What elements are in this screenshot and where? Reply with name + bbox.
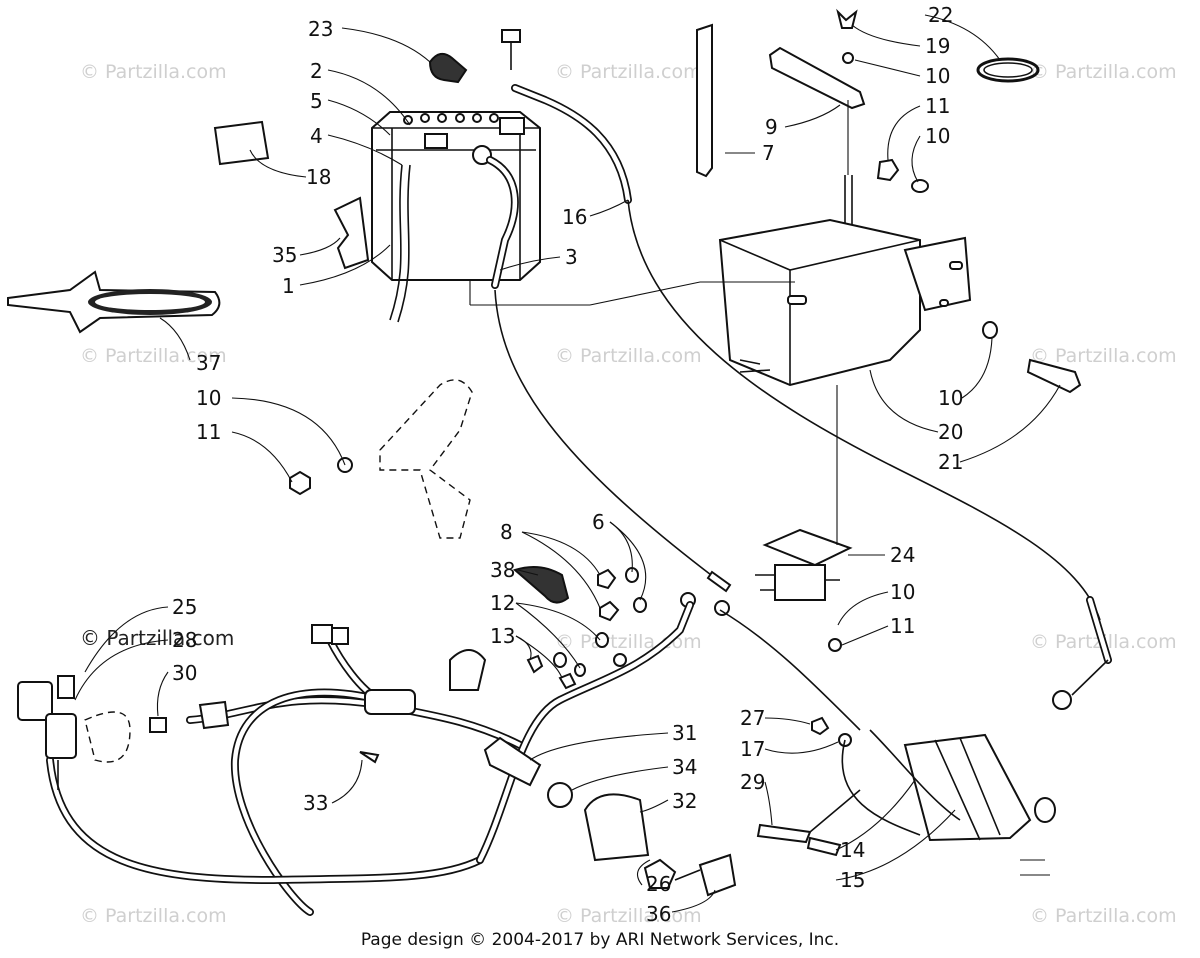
- hose-clamp: [976, 57, 1040, 83]
- watermark-text: © Partzilla.com: [555, 905, 702, 927]
- watermark-text-dark: © Partzilla.com: [80, 626, 234, 650]
- callout-8: 8: [500, 520, 513, 544]
- battery-cable-positive: [511, 84, 1112, 710]
- callout-10: 10: [925, 64, 950, 88]
- wiring-harness: [46, 601, 694, 916]
- page-footer: Page design © 2004-2017 by ARI Network S…: [360, 930, 840, 950]
- callout-6: 6: [592, 510, 605, 534]
- callout-35: 35: [272, 243, 297, 267]
- callout-33: 33: [303, 791, 328, 815]
- callout-31: 31: [672, 721, 697, 745]
- mount-bracket: [289, 379, 473, 539]
- callout-29: 29: [740, 770, 765, 794]
- callout-14: 14: [840, 838, 865, 862]
- callout-2: 2: [310, 59, 323, 83]
- ignition-switch: [359, 649, 573, 808]
- callout-30: 30: [172, 661, 197, 685]
- watermark-text: © Partzilla.com: [1030, 905, 1177, 927]
- watermark-text: © Partzilla.com: [1030, 345, 1177, 367]
- watermark-text: © Partzilla.com: [555, 345, 702, 367]
- callout-10: 10: [925, 124, 950, 148]
- callout-10: 10: [890, 580, 915, 604]
- callout-23: 23: [308, 17, 333, 41]
- callout-34: 34: [672, 755, 697, 779]
- starter-motor: [811, 716, 1056, 876]
- callout-26: 26: [646, 872, 671, 896]
- callout-27: 27: [740, 706, 765, 730]
- callout-19: 19: [925, 34, 950, 58]
- washer-and-bolt: [982, 321, 1082, 394]
- callout-10: 10: [196, 386, 221, 410]
- callout-28: 28: [172, 628, 197, 652]
- callout-3: 3: [565, 245, 578, 269]
- watermark-text: © Partzilla.com: [80, 905, 227, 927]
- watermarks: © Partzilla.com © Partzilla.com © Partzi…: [80, 61, 1177, 927]
- callout-16: 16: [562, 205, 587, 229]
- hold-down-bracket: [768, 46, 866, 110]
- terminal-cap: [428, 52, 468, 84]
- key-plate-and-key: [583, 793, 737, 897]
- battery-tray: [718, 218, 972, 387]
- battery-strap: [696, 23, 713, 178]
- callout-10: 10: [938, 386, 963, 410]
- callout-11: 11: [890, 614, 915, 638]
- watermark-text: © Partzilla.com: [80, 61, 227, 83]
- callout-25: 25: [172, 595, 197, 619]
- battery-cable-negative: [472, 145, 732, 593]
- callout-21: 21: [938, 450, 963, 474]
- callout-22: 22: [928, 3, 953, 27]
- bolt: [501, 29, 521, 70]
- brand-logo: [7, 270, 221, 334]
- callout-13: 13: [490, 624, 515, 648]
- watermark-text: © Partzilla.com: [1030, 61, 1177, 83]
- starter-solenoid: [755, 385, 853, 652]
- callout-11: 11: [925, 94, 950, 118]
- battery-drawing: [213, 111, 541, 323]
- callout-37: 37: [196, 351, 221, 375]
- watermark-text: © Partzilla.com: [80, 345, 227, 367]
- callout-38: 38: [490, 558, 515, 582]
- callout-20: 20: [938, 420, 963, 444]
- callout-15: 15: [840, 868, 865, 892]
- callout-4: 4: [310, 124, 323, 148]
- callout-36: 36: [646, 902, 671, 926]
- callout-5: 5: [310, 89, 323, 113]
- callout-24: 24: [890, 543, 915, 567]
- callout-32: 32: [672, 789, 697, 813]
- callout-9: 9: [765, 115, 778, 139]
- callout-12: 12: [490, 591, 515, 615]
- ground-cable: [719, 609, 861, 731]
- callout-11: 11: [196, 420, 221, 444]
- callout-7: 7: [762, 141, 775, 165]
- callout-1: 1: [282, 274, 295, 298]
- nut-and-washer: [876, 158, 929, 193]
- callout-17: 17: [740, 737, 765, 761]
- callout-18: 18: [306, 165, 331, 189]
- springs: [756, 789, 861, 857]
- callout-numbers: 23 2 5 4 18 35 1 37 3 16 7 9 22 19 10 11…: [172, 3, 963, 926]
- watermark-text: © Partzilla.com: [555, 61, 702, 83]
- leader-lines: [74, 14, 1061, 913]
- fuse-holder: [17, 675, 167, 790]
